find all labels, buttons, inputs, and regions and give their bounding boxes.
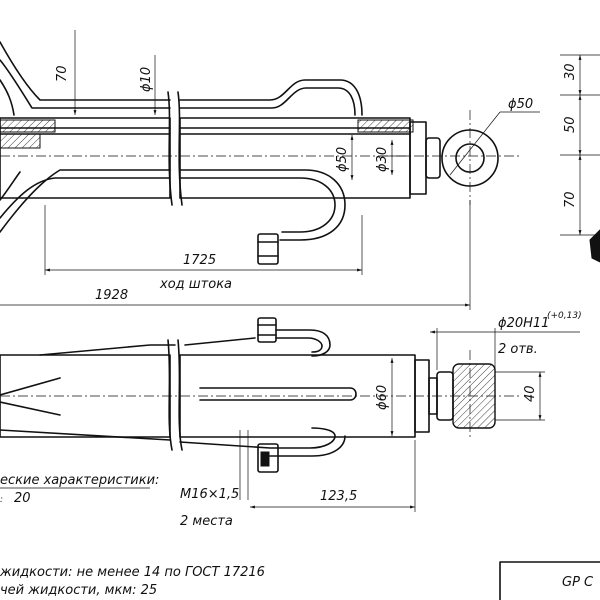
notes: еские характеристики: 20 : жидкости: не … bbox=[0, 473, 265, 598]
dim-stroke-label: ход штока bbox=[159, 277, 232, 292]
top-view: 70 ϕ10 ϕ50 ϕ30 ϕ50 1725 ход штока 1928 bbox=[0, 30, 540, 310]
dim-40: 40 bbox=[523, 385, 538, 402]
dim-right-70: 70 bbox=[563, 191, 578, 208]
bottom-view: ϕ20H11 (+0,13) 2 отв. ϕ60 40 M16×1,5 2 м… bbox=[0, 311, 582, 529]
dim-phi50-rod: ϕ50 bbox=[335, 147, 350, 172]
lower-pipe-outer bbox=[0, 169, 346, 241]
dim-1725: 1725 bbox=[183, 253, 216, 268]
section-hatch-left-lower bbox=[0, 133, 41, 149]
dim-1928: 1928 bbox=[95, 288, 128, 303]
upper-pipe-outer bbox=[0, 41, 363, 116]
upper-pipe-inner bbox=[0, 59, 356, 116]
right-view: 30 50 70 bbox=[560, 54, 600, 263]
fitting-nut-bottom-lower bbox=[257, 443, 279, 473]
dim-70-top: 70 bbox=[55, 65, 70, 82]
note-line-1: жидкости: не менее 14 по ГОСТ 17216 bbox=[0, 565, 265, 580]
break-line-top-2 bbox=[177, 91, 183, 206]
lower-pipe-inner bbox=[0, 177, 336, 233]
upper-left-bend bbox=[0, 79, 15, 116]
dim-phi60: ϕ60 bbox=[375, 385, 390, 410]
fitting-nut-top bbox=[257, 233, 279, 265]
note-line-2: чей жидкости, мкм: 25 bbox=[0, 583, 157, 598]
dim-2-places: 2 места bbox=[180, 514, 233, 529]
side-fitting bbox=[589, 229, 600, 263]
section-hatch-left bbox=[0, 119, 56, 133]
gland bbox=[409, 121, 427, 195]
rod-end bbox=[425, 137, 441, 179]
dim-right-30: 30 bbox=[563, 63, 578, 80]
dim-phi20-tolerance: (+0,13) bbox=[547, 311, 582, 321]
dim-phi20: ϕ20H11 bbox=[498, 316, 549, 331]
dim-phi10: ϕ10 bbox=[139, 67, 154, 92]
dim-123-5: 123,5 bbox=[320, 489, 357, 504]
dim-m16: M16×1,5 bbox=[180, 487, 239, 502]
inner-slot bbox=[199, 387, 357, 401]
tech-characteristics-title: еские характеристики: bbox=[0, 473, 159, 488]
tech-line-1: 20 bbox=[14, 491, 31, 506]
fitting-nut-bottom-upper bbox=[257, 317, 277, 343]
svg-text::: : bbox=[0, 495, 3, 505]
dim-right-50: 50 bbox=[563, 116, 578, 133]
dim-phi30: ϕ30 bbox=[375, 147, 390, 172]
title-block: GP C bbox=[499, 561, 600, 600]
break-line-top bbox=[167, 91, 173, 206]
dim-2-holes: 2 отв. bbox=[498, 342, 538, 357]
dim-phi50-eye: ϕ50 bbox=[508, 97, 533, 112]
section-hatch-right bbox=[357, 119, 414, 133]
title-block-code: GP C bbox=[562, 575, 594, 590]
